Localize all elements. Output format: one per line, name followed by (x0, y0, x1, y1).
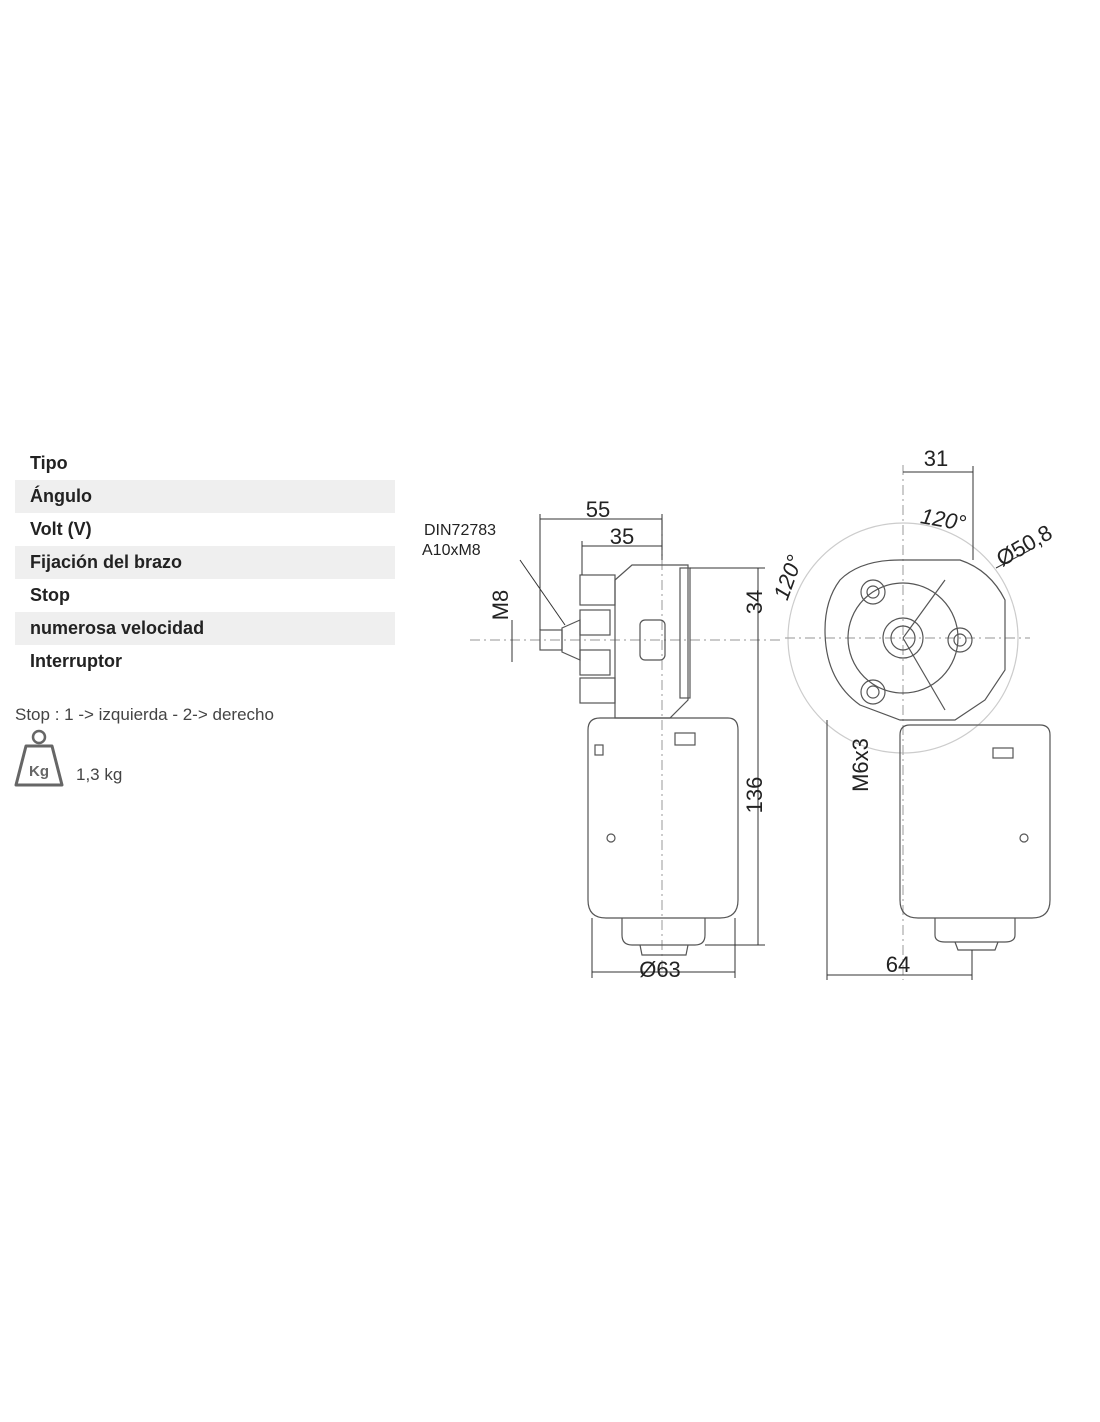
dim-d63: Ø63 (639, 957, 681, 982)
spec-row-interruptor: Interruptor (30, 651, 122, 671)
stop-note: Stop : 1 -> izquierda - 2-> derecho (15, 705, 274, 724)
dim-136: 136 (742, 777, 767, 814)
spec-row-velocidad: numerosa velocidad (15, 612, 395, 645)
dim-34: 34 (742, 590, 767, 614)
front-view: 31 120° 120° Ø50,8 M6x3 64 (768, 446, 1056, 980)
spec-row-angulo: Ángulo (15, 480, 395, 513)
weight-kg-icon: Kg (14, 729, 64, 787)
spec-row-volt: Volt (V) (30, 519, 92, 539)
side-view: DIN72783 A10xM8 55 35 M8 34 136 Ø63 (422, 497, 780, 982)
dim-64: 64 (886, 952, 910, 977)
weight-value: 1,3 kg (76, 765, 123, 784)
spec-row-fijacion: Fijación del brazo (15, 546, 395, 579)
din-label-line2: A10xM8 (422, 542, 481, 559)
din-label-line1: DIN72783 (424, 522, 496, 539)
angle-top: 120° (919, 503, 968, 536)
svg-text:Kg: Kg (29, 763, 49, 780)
weight-info: Kg 1,3 kg (14, 728, 214, 790)
dim-m6x3: M6x3 (848, 738, 873, 792)
spec-table: Tipo Ángulo Volt (V) Fijación del brazo … (15, 447, 395, 678)
spec-row-tipo: Tipo (30, 453, 68, 473)
dim-31: 31 (924, 446, 948, 471)
dim-d50-8: Ø50,8 (992, 520, 1056, 572)
dim-m8: M8 (488, 590, 513, 621)
dim-55: 55 (586, 497, 610, 522)
spec-row-stop: Stop (30, 585, 70, 605)
dim-35: 35 (610, 524, 634, 549)
angle-left: 120° (768, 552, 807, 604)
